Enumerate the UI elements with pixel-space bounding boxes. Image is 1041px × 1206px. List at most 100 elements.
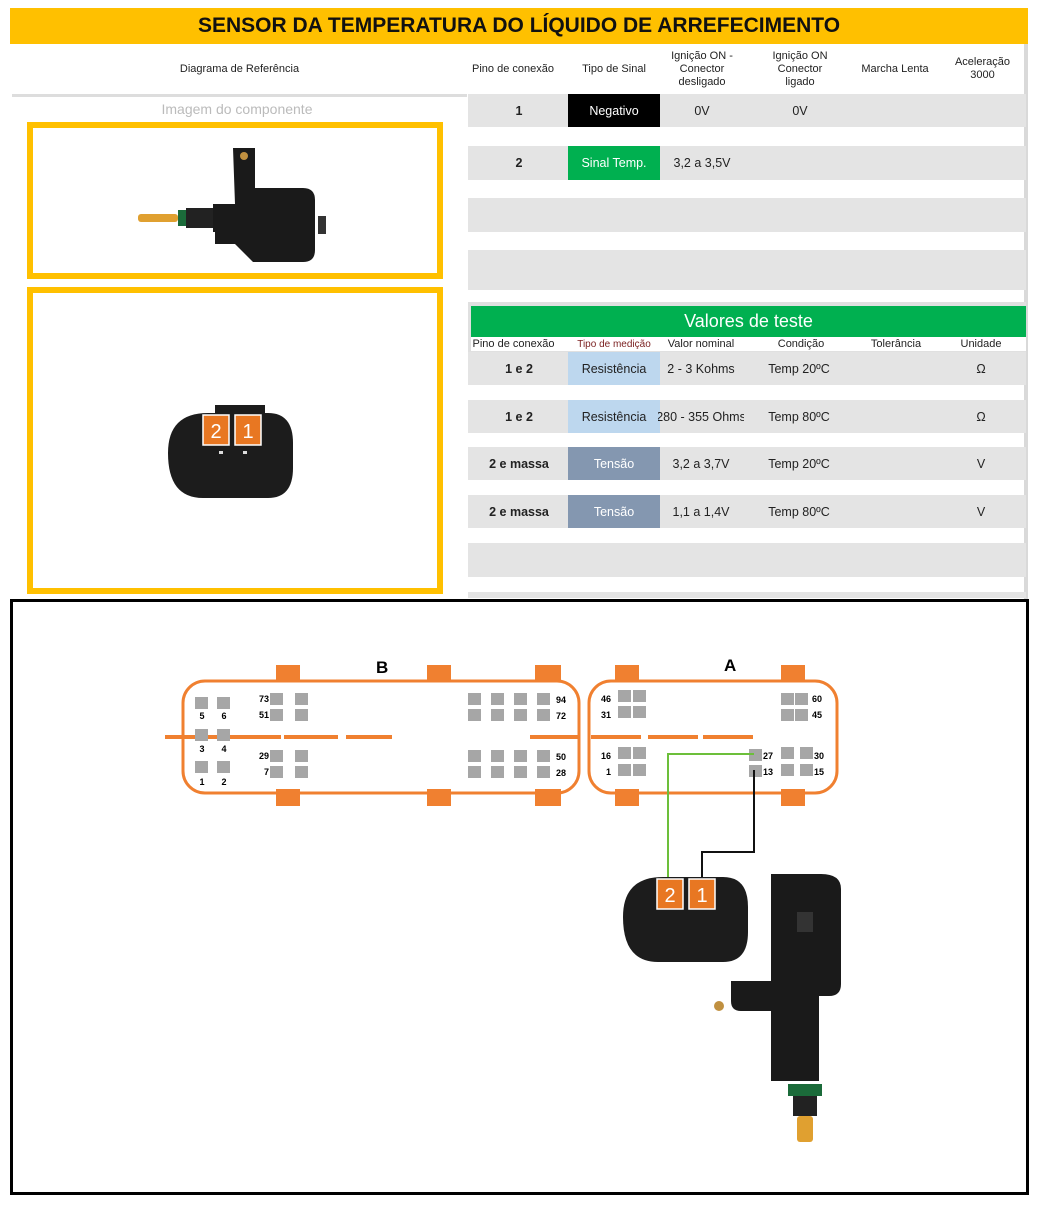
test-condition: Temp 80ºC — [768, 409, 830, 424]
pin-label: 72 — [556, 711, 566, 721]
component-label: Imagem do componente — [161, 101, 313, 117]
pin-slot — [217, 729, 230, 741]
connector-divider — [591, 735, 641, 739]
th-tolerance: Tolerância — [870, 338, 922, 350]
pin-slot — [781, 764, 794, 776]
pin-slot — [295, 693, 308, 705]
pin-slot — [800, 764, 813, 776]
test-nominal: 3,2 a 3,7V — [672, 456, 730, 471]
tests-headers: Pino de conexão Tipo de medição Valor no… — [471, 337, 1026, 351]
th-pin: Pino de conexão — [472, 338, 555, 350]
pin-label: 31 — [601, 710, 611, 720]
pin-label: 50 — [556, 752, 566, 762]
test-type: Resistência — [568, 352, 660, 385]
pin-slot — [295, 766, 308, 778]
pin-label: 13 — [763, 767, 773, 777]
test-row: 1 e 2 Resistência 280 - 355 Ohms Temp 80… — [468, 400, 1026, 433]
pin-row-1: 1 Negativo 0V 0V — [468, 94, 1026, 127]
connector-tab — [781, 789, 805, 806]
pin-slot — [195, 729, 208, 741]
connector-tab — [535, 665, 561, 682]
test-unit: V — [976, 456, 986, 471]
pin-number: 2 — [515, 156, 523, 170]
connector-divider — [530, 735, 578, 739]
pin-slot — [633, 706, 646, 718]
th-nominal: Valor nominal — [667, 338, 735, 350]
pin-slot — [270, 693, 283, 705]
pin-row-2: 2 Sinal Temp. 3,2 a 3,5V — [468, 146, 1026, 180]
pin-slot — [618, 706, 631, 718]
pin-slot — [491, 750, 504, 762]
pin-2-badge: 2 — [664, 885, 675, 907]
pin-slot — [491, 693, 504, 705]
pin-slot — [468, 709, 481, 721]
test-type: Tensão — [568, 447, 660, 480]
pin-slot — [795, 709, 808, 721]
pin-label: 2 — [221, 777, 226, 787]
pin-slot — [618, 747, 631, 759]
pin-label: 27 — [763, 751, 773, 761]
pin-slot — [295, 750, 308, 762]
pin-slot — [800, 747, 813, 759]
th-type: Tipo de medição — [577, 338, 651, 350]
connector-image: 2 1 — [168, 405, 293, 498]
pin-slot — [633, 690, 646, 702]
pin-label: 51 — [259, 710, 269, 720]
page-title: SENSOR DA TEMPERATURA DO LÍQUIDO DE ARRE… — [10, 8, 1028, 44]
pin-label: 15 — [814, 767, 824, 777]
pin-slot — [514, 750, 527, 762]
pin-label: 1 — [606, 767, 611, 777]
pin-label: 30 — [814, 751, 824, 761]
connector-a-outline — [587, 679, 839, 795]
pin-label: 5 — [199, 711, 204, 721]
pin-label: 73 — [259, 694, 269, 704]
pin-slot — [537, 766, 550, 778]
pin-slot — [270, 709, 283, 721]
th-condition: Condição — [777, 338, 825, 350]
pin-slot — [491, 766, 504, 778]
pin-slot — [514, 766, 527, 778]
connector-tab — [615, 789, 639, 806]
sensor-connector-icon — [623, 877, 748, 962]
header-ign-off: Ignição ON - Conector desligado — [671, 49, 733, 88]
test-pin: 2 e massa — [489, 504, 549, 519]
ign-off-value: 3,2 a 3,5V — [673, 156, 731, 170]
pin-label: 29 — [259, 751, 269, 761]
pin-slot — [781, 693, 794, 705]
signal-type: Sinal Temp. — [568, 146, 660, 180]
pin-slot — [270, 766, 283, 778]
pin-2-badge: 2 — [210, 421, 221, 443]
test-unit: V — [976, 504, 986, 519]
connector-divider — [165, 735, 221, 739]
test-row: 1 e 2 Resistência 2 - 3 Kohms Temp 20ºC … — [468, 352, 1026, 385]
pin-number: 1 — [515, 103, 523, 118]
pin-slot — [468, 750, 481, 762]
pin-slot — [295, 709, 308, 721]
test-row: 2 e massa Tensão 1,1 a 1,4V Temp 80ºC V — [468, 495, 1026, 528]
pin-slot — [514, 709, 527, 721]
pin-label: 46 — [601, 694, 611, 704]
pin-label: 28 — [556, 768, 566, 778]
pin-slot — [491, 709, 504, 721]
pin-label: 6 — [221, 711, 226, 721]
pin-slot — [618, 764, 631, 776]
header-pin: Pino de conexão — [472, 62, 554, 75]
header-signal: Tipo de Sinal — [582, 62, 646, 75]
component-image-box — [27, 122, 443, 279]
test-nominal: 2 - 3 Kohms — [667, 361, 735, 376]
sensor-image — [138, 148, 326, 262]
pin-slot — [195, 697, 208, 709]
pin-slot — [217, 761, 230, 773]
th-unit: Unidade — [960, 338, 1002, 350]
connector-divider — [346, 735, 392, 739]
empty-row — [468, 543, 1026, 577]
signal-type: Negativo — [568, 94, 660, 127]
pin-label: 16 — [601, 751, 611, 761]
connector-a-label: A — [724, 656, 736, 675]
pin-slot — [795, 693, 808, 705]
pin-slot — [217, 697, 230, 709]
black-wire — [701, 770, 755, 884]
connector-divider — [225, 735, 281, 739]
test-type: Tensão — [568, 495, 660, 528]
test-unit: Ω — [976, 409, 986, 424]
